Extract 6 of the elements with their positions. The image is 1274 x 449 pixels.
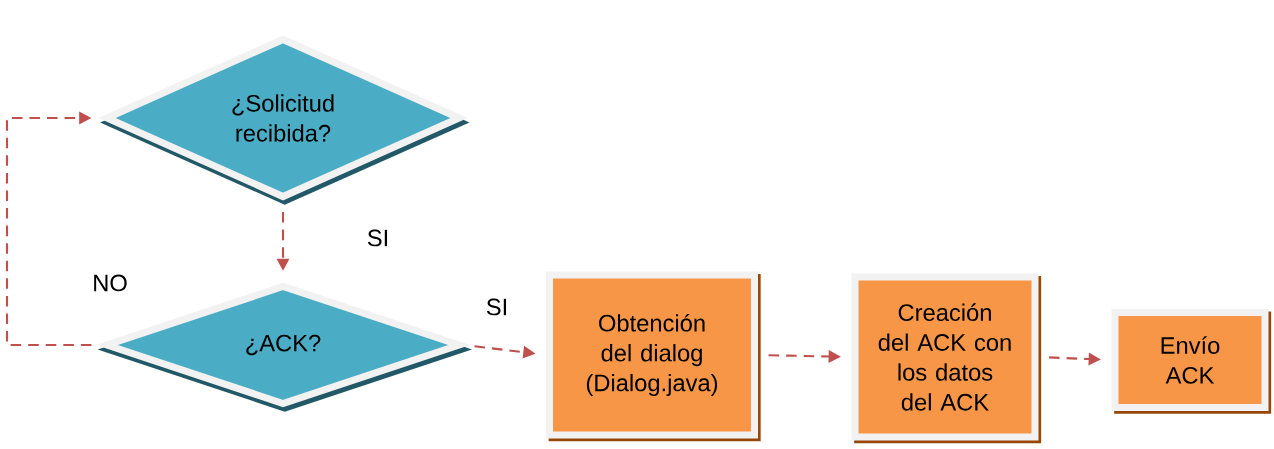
process-box: Creación del ACK con los datos del ACK (851, 273, 1042, 444)
process-box: Obtención del dialog (Dialog.java) (546, 271, 761, 442)
process-box: Envío ACK (1111, 308, 1272, 414)
edge-label: SI (365, 227, 391, 249)
arrow (5, 111, 92, 347)
edge-label: SI (484, 296, 510, 318)
